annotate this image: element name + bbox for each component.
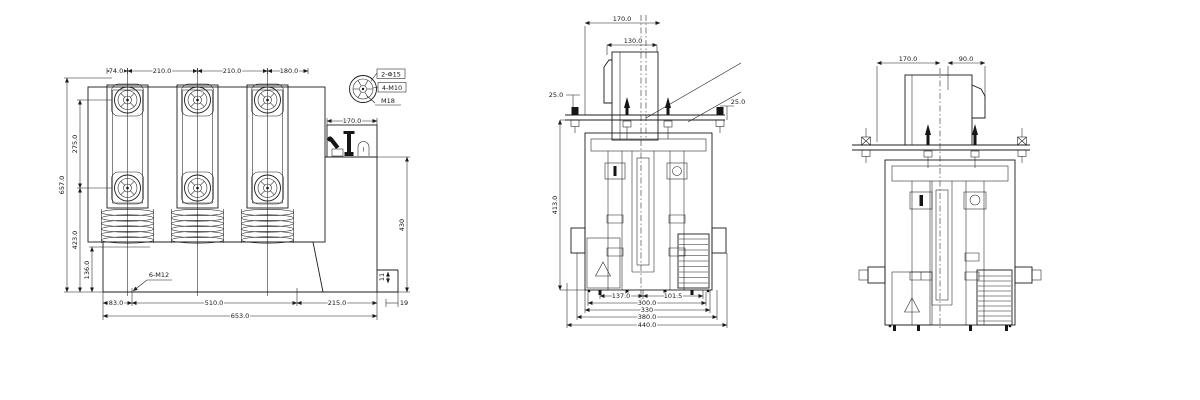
side-leader-lines (645, 62, 742, 123)
dim-label: 210.0 (153, 67, 172, 75)
rear-vent-grille (976, 269, 1013, 326)
dim-label: 90.0 (959, 55, 973, 63)
dim-label: 215.0 (328, 299, 347, 307)
dim-label: 74.0 (109, 67, 123, 75)
bolt-icon (861, 128, 871, 163)
clip-icon (357, 141, 370, 156)
guide-pin-icon (622, 97, 632, 139)
dim-label: 170.0 (613, 15, 632, 23)
open-indicator (666, 162, 688, 180)
dim-label: 101.5 (664, 292, 683, 300)
dim-label: 25.0 (549, 91, 563, 99)
dim-label: 180.0 (280, 67, 299, 75)
detail-label: 2-Φ15 (381, 71, 401, 79)
bolt-note-label: 6-M12 (149, 271, 169, 279)
side-cabinet (570, 132, 727, 295)
dim-label: 330 (641, 306, 653, 314)
front-bottom-dims: 83.0 510.0 215.0 653.0 19 11 (102, 272, 408, 321)
dim-label: 11 (378, 273, 386, 281)
rear-lower-panel (891, 271, 933, 326)
bolt-icon (1017, 128, 1027, 163)
open-indicator-icon (672, 166, 682, 176)
dim-label: 170.0 (899, 55, 918, 63)
dim-label: 19 (400, 299, 408, 307)
dim-label: 170.0 (343, 117, 362, 125)
side-top-dims: 170.0 130.0 (584, 14, 661, 55)
rear-bracket-right (1014, 266, 1042, 284)
bolt-icon (570, 107, 580, 133)
dim-label: 430 (398, 219, 406, 231)
dim-label: 510.0 (205, 299, 224, 307)
dim-label: 413.0 (551, 196, 559, 215)
dim-label: 275.0 (71, 135, 79, 154)
side-vent-grille (677, 233, 710, 289)
terminal-detail: 2-Φ15 4-M10 M18 (349, 68, 407, 106)
dim-label: 653.0 (231, 312, 250, 320)
front-right-height-dim: 430 (377, 156, 410, 293)
front-right-frame (376, 157, 399, 292)
lever-icon (327, 136, 344, 157)
detail-label: 4-M10 (382, 84, 402, 92)
dim-label: 300.0 (638, 299, 657, 307)
front-left-dims: 657.0 275.0 423.0 136.0 (57, 77, 150, 293)
dim-label: 130.0 (624, 37, 643, 45)
dim-label: 423.0 (71, 231, 79, 250)
front-view: 74.0 210.0 210.0 180.0 657.0 275.0 423.0… (57, 66, 410, 321)
rear-bracket-left (858, 266, 886, 284)
side-bracket-left (570, 227, 586, 254)
dim-label: 210.0 (223, 67, 242, 75)
side-height-dim: 413.0 (550, 119, 585, 291)
side-bottom-dims: 137.0 101.5 300.0 330 380.0 440.0 (566, 253, 728, 330)
dim-label: 25.0 (731, 98, 745, 106)
interlock-pin-icon (343, 131, 355, 156)
side-lower-panel (586, 237, 621, 289)
rear-insulated-rod (935, 189, 949, 301)
open-indicator (963, 191, 987, 210)
dim-label: 136.0 (83, 261, 91, 280)
side-bracket-right (711, 227, 727, 254)
rear-mounting-plate (852, 124, 1030, 168)
dim-label: 137.0 (612, 292, 631, 300)
detail-label: M18 (381, 97, 395, 105)
dim-label: 440.0 (638, 321, 657, 329)
pole-centerlines (127, 68, 268, 296)
side-insulated-rod (636, 157, 650, 266)
dim-label: 83.0 (109, 299, 123, 307)
warning-triangle-icon (904, 297, 920, 313)
rear-top-dims: 170.0 90.0 (876, 54, 986, 142)
open-indicator-icon (969, 194, 981, 206)
close-indicator (909, 191, 933, 210)
rear-cabinet (858, 159, 1042, 331)
side-plate-offset-dims: 25.0 25.0 (547, 90, 747, 120)
bolt-note: 6-M12 (133, 270, 172, 291)
warning-triangle-icon (595, 261, 611, 277)
side-pole-flange (603, 59, 612, 104)
side-mounting-plate (565, 97, 725, 139)
mechanism-width-dim: 170.0 (326, 116, 378, 126)
close-indicator-icon (613, 166, 617, 176)
close-indicator-icon (919, 195, 923, 206)
front-top-dims: 74.0 210.0 210.0 180.0 (106, 66, 309, 76)
rear-view: 170.0 90.0 (852, 54, 1042, 331)
side-centerlines (640, 15, 647, 305)
dim-label: 657.0 (58, 176, 66, 195)
front-base (102, 241, 398, 293)
close-indicator (604, 162, 626, 180)
side-view: 170.0 130.0 (547, 14, 747, 331)
dim-label: 380.0 (638, 313, 657, 321)
rear-pole-flange (971, 84, 986, 119)
guide-pin-icon (970, 124, 980, 168)
side-pole (611, 51, 659, 141)
bolt-icon (715, 107, 725, 133)
